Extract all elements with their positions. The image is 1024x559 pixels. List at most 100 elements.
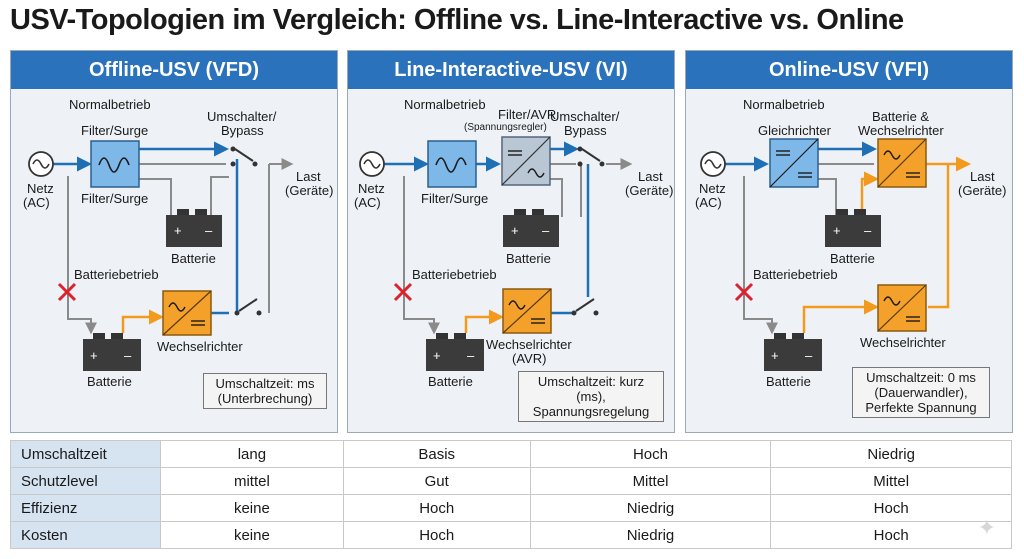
inverter-top-box — [877, 138, 927, 188]
table-cell: Hoch — [770, 521, 1012, 549]
row-label: Effizienz — [10, 494, 161, 522]
table-cell: Niedrig — [529, 494, 772, 522]
panel-offline: Offline-USV (VFD) — [10, 50, 338, 433]
switch-label-1: Umschalter/ — [550, 109, 620, 124]
panel-online: Online-USV (VFI) +– — [685, 50, 1013, 433]
table-cell: Niedrig — [529, 521, 772, 549]
filter-to-battery-line — [139, 178, 172, 217]
panel-title: Online-USV (VFI) — [686, 51, 1012, 89]
line-interactive-diagram: +– +– Normalbetrieb Filter/AVR (Spannung… — [354, 97, 673, 389]
panel-title: Line-Interactive-USV (VI) — [348, 51, 674, 89]
rectifier-to-battery-line — [818, 178, 837, 217]
mains-label-1: Netz — [358, 181, 385, 196]
mains-label-1: Netz — [27, 181, 54, 196]
switchover-note: Umschaltzeit: ms (Unterbrechung) — [203, 373, 327, 409]
battery-top-label: Batterie — [830, 251, 875, 266]
battery-mode-label: Batteriebetrieb — [412, 267, 497, 282]
battery-bottom-label: Batterie — [428, 374, 473, 389]
mains-to-battery-line — [67, 176, 97, 335]
table-cell: Hoch — [529, 440, 772, 468]
mains-ac-icon — [28, 151, 54, 177]
inverter-label-1: Wechselrichter — [486, 337, 572, 352]
table-cell: keine — [160, 521, 344, 549]
mains-label-2: (AC) — [695, 195, 722, 210]
transfer-switch-bottom — [571, 298, 599, 316]
table-row: Kosten keine Hoch Niedrig Hoch — [10, 521, 1012, 549]
table-cell: Gut — [342, 467, 531, 495]
normal-mode-label: Normalbetrieb — [69, 97, 151, 112]
battery-top-icon: +– — [503, 209, 559, 247]
switch-label-2: Bypass — [564, 123, 607, 138]
sparkle-icon: ✦ — [977, 515, 996, 540]
table-row: Umschaltzeit lang Basis Hoch Niedrig — [10, 440, 1012, 468]
inverter-top-label-2: Wechselrichter — [858, 123, 944, 138]
inverter-label: Wechselrichter — [860, 335, 946, 350]
svg-text:–: – — [124, 348, 132, 363]
inverter-box — [877, 284, 927, 332]
battery-mode-label: Batteriebetrieb — [74, 267, 159, 282]
battery-to-switch-line — [210, 176, 229, 217]
inverter-label: Wechselrichter — [157, 339, 243, 354]
table-cell: Niedrig — [770, 440, 1012, 468]
mains-to-battery-line — [403, 176, 440, 335]
note-line-2: (Unterbrechung) — [217, 391, 313, 406]
inverter-top-label-1: Batterie & — [872, 109, 929, 124]
row-label: Umschaltzeit — [10, 440, 161, 468]
mains-ac-icon — [359, 151, 385, 177]
svg-text:+: + — [174, 223, 182, 238]
svg-text:–: – — [467, 348, 475, 363]
offline-diagram: +– +– Normalbetrieb Filter/Surge Umschal… — [23, 97, 333, 389]
table-cell: Basis — [342, 440, 531, 468]
row-label: Kosten — [10, 521, 161, 549]
fault-cross-icon — [57, 282, 77, 302]
battery-mode-label: Batteriebetrieb — [753, 267, 838, 282]
battery-bottom-label: Batterie — [87, 374, 132, 389]
load-label-1: Last — [638, 169, 663, 184]
page-title: USV-Topologien im Vergleich: Offline vs.… — [10, 4, 904, 36]
battery-top-icon: +– — [825, 209, 881, 247]
avr-label-1: Filter/AVR — [498, 107, 556, 122]
battery-bottom-icon: +– — [764, 333, 822, 371]
transfer-switch-top — [230, 146, 258, 167]
svg-text:–: – — [864, 223, 872, 238]
battery-top-label: Batterie — [171, 251, 216, 266]
battery-to-inverter-line — [121, 309, 164, 333]
table-cell: Mittel — [770, 467, 1012, 495]
battery-bottom-icon: +– — [426, 333, 484, 371]
switchover-note: Umschaltzeit: 0 ms (Dauerwandler), Perfe… — [852, 367, 990, 418]
note-line-1: Umschaltzeit: 0 ms — [866, 370, 976, 385]
table-row: Schutzlevel mittel Gut Mittel Mittel — [10, 467, 1012, 495]
note-line-1: Umschaltzeit: ms — [215, 376, 315, 391]
note-line-2: (ms), — [576, 389, 606, 404]
svg-text:+: + — [833, 223, 841, 238]
load-label-2: (Geräte) — [625, 183, 673, 198]
transfer-switch-bottom — [234, 298, 262, 316]
rectifier-box — [769, 138, 819, 188]
table-cell: keine — [160, 494, 344, 522]
filter-surge-box — [90, 140, 140, 188]
svg-text:+: + — [511, 223, 519, 238]
panel-title: Offline-USV (VFD) — [11, 51, 337, 89]
svg-text:–: – — [542, 223, 550, 238]
panel-line-interactive: Line-Interactive-USV (VI) — [347, 50, 675, 433]
rectifier-label: Gleichrichter — [758, 123, 832, 138]
switch-label-2: Bypass — [221, 123, 264, 138]
note-line-2: (Dauerwandler), — [874, 385, 968, 400]
battery-top-icon: +– — [166, 209, 222, 247]
fault-cross-icon — [734, 282, 754, 302]
inverter-box — [162, 290, 212, 336]
mains-to-battery-line — [743, 176, 778, 335]
svg-text:–: – — [805, 348, 813, 363]
mains-label-1: Netz — [699, 181, 726, 196]
battery-to-inverter-line — [464, 309, 504, 333]
inverter-label-2: (AVR) — [512, 351, 546, 366]
svg-text:+: + — [433, 348, 441, 363]
table-cell: lang — [160, 440, 344, 468]
mains-label-2: (AC) — [23, 195, 50, 210]
battery-top-label: Batterie — [506, 251, 551, 266]
battery-bottom-icon: +– — [83, 333, 141, 371]
filter-bottom-label: Filter/Surge — [421, 191, 488, 206]
table-cell: Hoch — [342, 494, 531, 522]
mains-ac-icon — [700, 151, 726, 177]
table-row: Effizienz keine Hoch Niedrig Hoch — [10, 494, 1012, 522]
